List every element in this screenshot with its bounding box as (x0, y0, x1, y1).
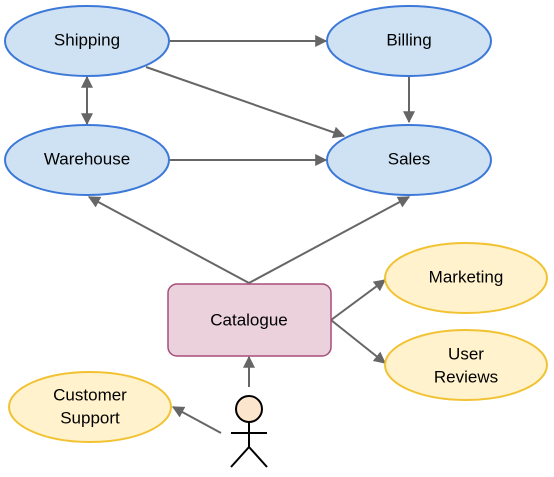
node-shipping[interactable]: Shipping (4, 5, 170, 77)
node-marketing[interactable]: Marketing (384, 242, 548, 314)
node-sales-label: Sales (388, 149, 431, 168)
node-customer-support[interactable]: Customer Support (8, 371, 172, 443)
node-user-reviews[interactable]: User Reviews (384, 329, 548, 401)
stick-figure-user-icon (230, 395, 268, 468)
node-billing[interactable]: Billing (326, 5, 492, 77)
node-warehouse-label: Warehouse (44, 149, 130, 168)
node-catalogue[interactable]: Catalogue (167, 283, 332, 357)
node-customer-support-label-line2: Support (60, 408, 120, 427)
edge-user-to-customer-support (171, 406, 222, 434)
edge-catalogue-to-marketing (330, 279, 386, 321)
node-billing-label: Billing (386, 30, 431, 49)
node-sales[interactable]: Sales (326, 124, 492, 196)
node-catalogue-label: Catalogue (210, 310, 288, 329)
edge-catalogue-to-warehouse (87, 196, 250, 284)
node-user-reviews-label-line1: User (448, 344, 484, 363)
node-marketing-label: Marketing (429, 267, 504, 286)
edge-catalogue-to-user-reviews (330, 319, 386, 364)
edge-catalogue-to-sales (248, 196, 411, 284)
node-user-reviews-label-line2: Reviews (434, 367, 498, 386)
edges (81, 35, 415, 434)
node-warehouse[interactable]: Warehouse (4, 124, 170, 196)
node-shipping-label: Shipping (54, 30, 120, 49)
edge-shipping-to-sales (145, 66, 346, 139)
node-customer-support-label-line1: Customer (53, 385, 127, 404)
